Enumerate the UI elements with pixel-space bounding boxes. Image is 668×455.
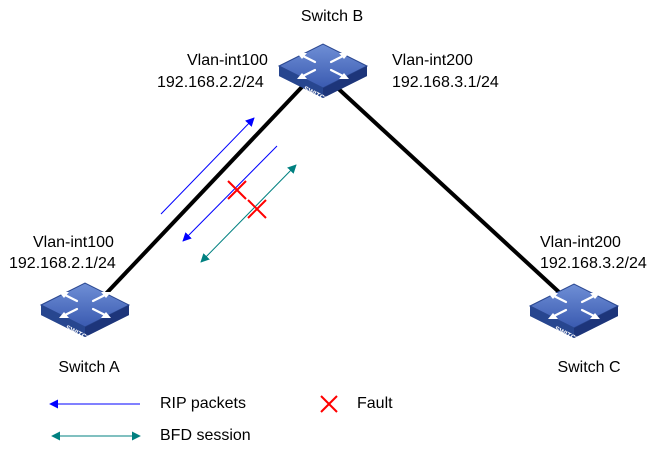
switch-b-name: Switch B: [300, 8, 364, 25]
legend-fault-mark: [320, 395, 338, 413]
rip-arrow-up: [160, 117, 255, 215]
legend-fault-label: Fault: [357, 395, 393, 412]
switch-a-icon[interactable]: SWITCH: [39, 281, 131, 343]
switch-b-iface-left: Vlan-int100: [187, 52, 268, 69]
legend-bfd-label: BFD session: [160, 427, 251, 444]
switch-c-name: Switch C: [557, 359, 621, 376]
legend-rip-label: RIP packets: [160, 395, 246, 412]
switch-b-ip-left: 192.168.2.2/24: [157, 74, 264, 91]
switch-b-iface-right: Vlan-int200: [392, 52, 473, 69]
fault-mark-1: [227, 180, 247, 200]
link-b-c: [316, 68, 575, 307]
switch-c-icon[interactable]: SWITCH: [528, 282, 620, 344]
switch-a-iface: Vlan-int100: [33, 234, 114, 251]
switch-c-ip: 192.168.3.2/24: [540, 255, 647, 272]
link-a-b: [98, 68, 320, 302]
switch-a-name: Switch A: [58, 359, 120, 376]
bfd-arrow: [200, 164, 297, 263]
switch-a-ip: 192.168.2.1/24: [9, 255, 116, 272]
switch-c-iface: Vlan-int200: [540, 234, 621, 251]
fault-mark-2: [247, 199, 267, 219]
switch-b-ip-right: 192.168.3.1/24: [392, 74, 499, 91]
